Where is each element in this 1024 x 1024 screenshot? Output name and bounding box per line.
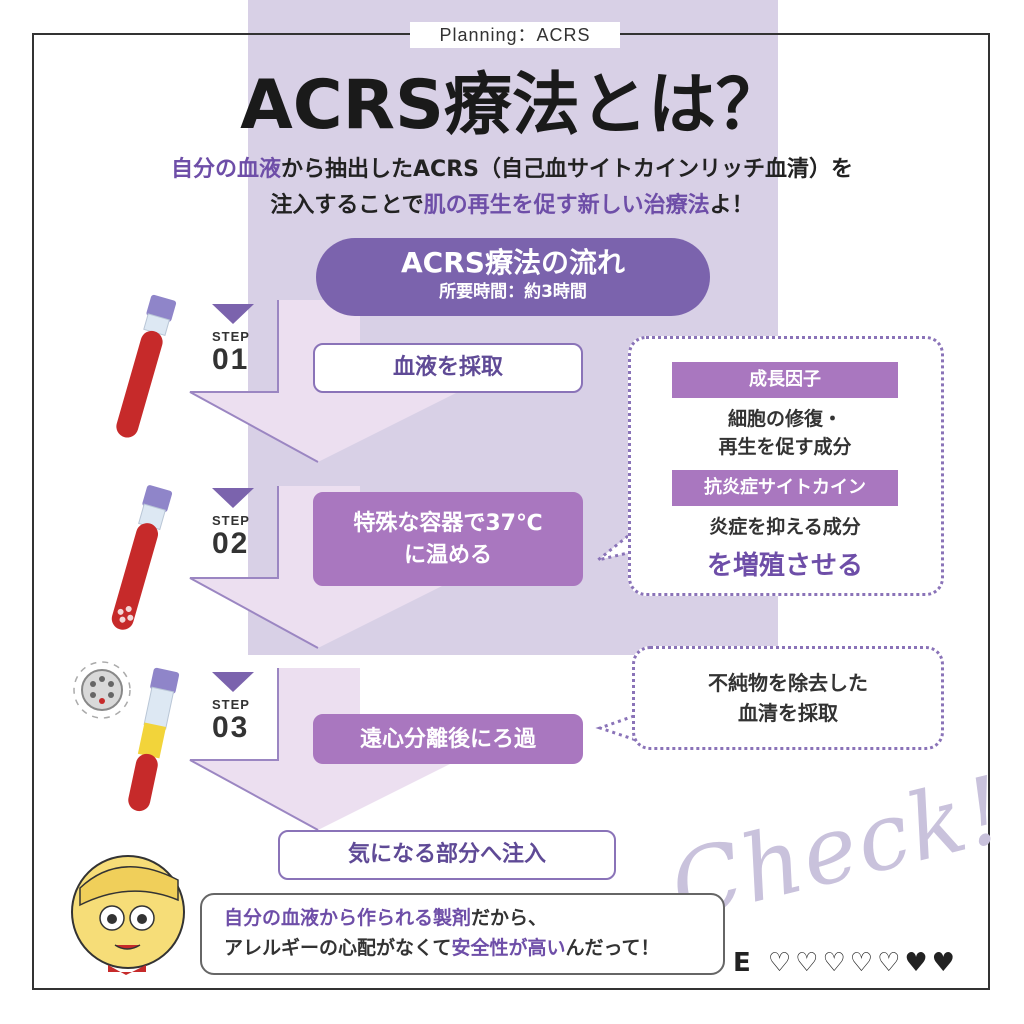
desc-line: 細胞の修復・ [727,408,842,430]
callout-tail [595,714,637,742]
callout-serum [632,646,944,750]
lead-text-part: 注入することで [270,193,424,218]
step-label-03: STEP 03 [212,698,250,744]
step-2-line: に温める [403,543,492,568]
anti-inflammatory-desc: 炎症を抑える成分 [709,516,861,538]
speech-text: んだって！ [565,937,660,959]
lead-text-part: から抽出した [281,157,414,182]
rating-hearts: ♡♡♡♡♡♥♥ [767,948,959,978]
flow-time: 所要時間：約3時間 [439,282,587,302]
speech-text: アレルギーの心配がなくて [224,937,452,959]
centrifuge-icon [73,661,131,719]
step-word: STEP [212,329,250,344]
step-3-pill: 遠心分離後にろ過 [313,714,583,764]
page-title: ACRS療法とは？ [240,66,784,145]
step-number: 01 [212,343,250,376]
blood-tube-icon [116,294,177,438]
final-step-pill: 気になる部分へ注入 [278,830,616,880]
character-avatar [71,855,185,975]
step-number: 03 [212,711,250,744]
serum-line: 不純物を除去した [708,671,868,695]
desc-line: 再生を促す成分 [718,436,852,458]
step-word: STEP [212,513,250,528]
callout-tail [597,534,633,562]
step-label-01: STEP 01 [212,330,250,376]
lead-emphasis: 肌の再生を促す新しい治療法 [423,193,710,218]
serum-text: 不純物を除去した 血清を採取 [632,668,944,728]
rating-letter: E [733,948,755,978]
rating-row: E ♡♡♡♡♡♥♥ [733,948,959,978]
blood-tube-icon [111,485,173,630]
growth-factor-desc: 細胞の修復・ 再生を促す成分 [672,405,898,461]
step-2-line: 特殊な容器で37℃ [353,511,543,536]
lead-text: 自分の血液から抽出したACRS（自己血サイトカインリッチ血清）を 注入することで… [0,152,1024,224]
step-2-pill: 特殊な容器で37℃ に温める [313,492,583,586]
step-1-pill: 血液を採取 [313,343,583,393]
lead-text-part: よ！ [709,193,754,218]
flow-header: ACRS療法の流れ 所要時間：約3時間 [316,238,710,316]
tag-anti-inflammatory: 抗炎症サイトカイン [672,470,898,506]
speech-emphasis: 自分の血液から作られる製剤 [224,907,472,929]
speech-bubble: 自分の血液から作られる製剤だから、 アレルギーの心配がなくて安全性が高いんだって… [200,893,725,975]
serum-tube-icon [128,667,180,812]
step-marker-icon [212,672,254,692]
flow-title: ACRS療法の流れ [401,246,625,279]
step-label-02: STEP 02 [212,514,250,560]
lead-text-part: ACRS（自己血サイトカインリッチ血清）を [413,157,853,182]
step-number: 02 [212,527,250,560]
callout-result: を増殖させる [706,551,863,581]
lead-emphasis: 自分の血液 [171,157,282,182]
serum-line: 血清を採取 [738,701,838,725]
step-word: STEP [212,697,250,712]
step-marker-icon [212,304,254,324]
speech-emphasis: 安全性が高い [451,937,566,959]
speech-text: だから、 [471,907,548,929]
section-label: Planning：ACRS [410,22,620,48]
tag-growth-factor: 成長因子 [672,362,898,398]
step-marker-icon [212,488,254,508]
